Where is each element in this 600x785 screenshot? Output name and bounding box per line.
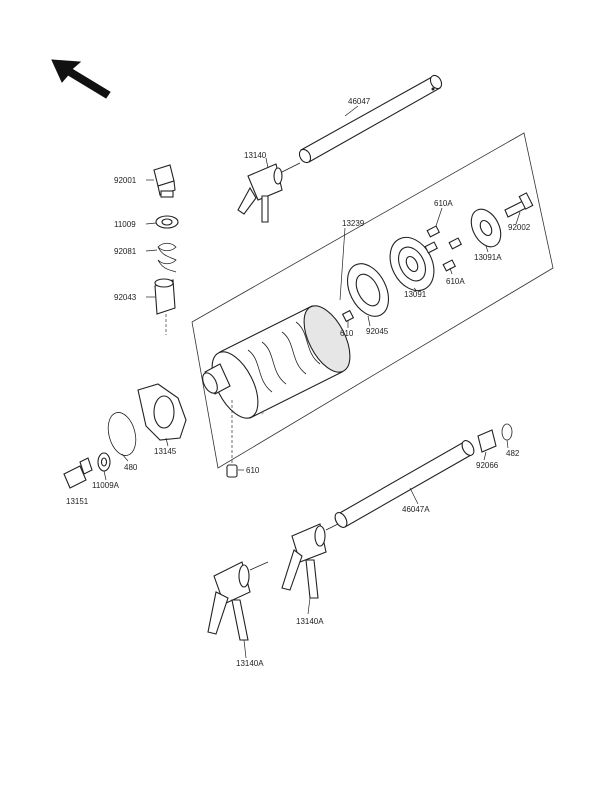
leader-92081 [145,249,158,252]
label-13140A-right: 13140A [296,617,324,626]
leader-13140A-left [243,639,247,659]
label-13239: 13239 [342,219,365,228]
leader-13140 [265,157,269,169]
leader-92066 [483,451,487,461]
label-13145: 13145 [154,447,177,456]
leader-13145 [165,437,169,447]
shift-fork-upper [237,162,301,223]
label-13091A: 13091A [474,253,502,262]
label-610A-bottom: 610A [446,277,465,286]
collar-92043 [154,278,176,335]
leader-482 [506,439,509,449]
leader-11009A [103,470,107,481]
pin-610-low [226,400,238,478]
label-610A-top: 610A [434,199,453,208]
pin-610-mid [341,309,355,323]
drum-assembly-frame [191,132,554,469]
shift-rod-lower [334,440,475,528]
cam-plate-13091 [389,236,435,292]
label-610-low: 610 [246,466,260,475]
washer-11009 [155,215,179,229]
label-13091: 13091 [404,290,427,299]
leader-92002 [515,211,521,225]
label-11009: 11009 [114,220,136,229]
leader-11009 [145,222,157,225]
label-13140A-left: 13140A [236,659,264,668]
bearing-92045 [346,263,390,317]
label-480: 480 [124,463,138,472]
collar-92066 [477,429,497,453]
leader-13140A-right [307,597,311,615]
label-92002: 92002 [508,223,531,232]
leader-46047 [344,105,359,117]
washer-11009A [97,452,111,472]
leader-13091 [413,287,417,291]
label-610-mid: 610 [340,329,354,338]
leader-610A-bottom [449,267,453,275]
leader-13239 [339,227,346,301]
neutral-switch-13151 [63,457,93,489]
circlip-480 [107,412,137,456]
label-46047A: 46047A [402,505,430,514]
shift-fork-lower-right [281,523,339,599]
leader-480 [121,453,129,462]
label-13140: 13140 [244,151,267,160]
label-46047: 46047 [348,97,371,106]
holder-plate-13091A [470,208,502,248]
shift-rod-upper [298,74,443,164]
label-92001: 92001 [114,176,137,185]
spring-92081 [157,242,177,273]
label-92045: 92045 [366,327,389,336]
leader-46047A [409,487,419,505]
shift-drum [202,305,351,419]
label-92043: 92043 [114,293,137,302]
front-direction-arrow-icon [51,59,111,99]
leader-13091A [485,245,489,253]
shift-fork-lower-left [207,561,269,641]
leader-92045 [367,315,371,327]
bearing-holder-13145 [137,383,187,441]
pins-610A [424,225,463,272]
leader-610A-top [435,207,443,227]
detent-bolt-92001 [153,164,176,198]
circlip-482 [501,423,513,441]
label-92081: 92081 [114,247,137,256]
bolt-92002 [504,192,534,218]
label-11009A: 11009A [92,481,120,490]
label-92066: 92066 [476,461,499,470]
label-482: 482 [506,449,520,458]
label-13151: 13151 [66,497,89,506]
